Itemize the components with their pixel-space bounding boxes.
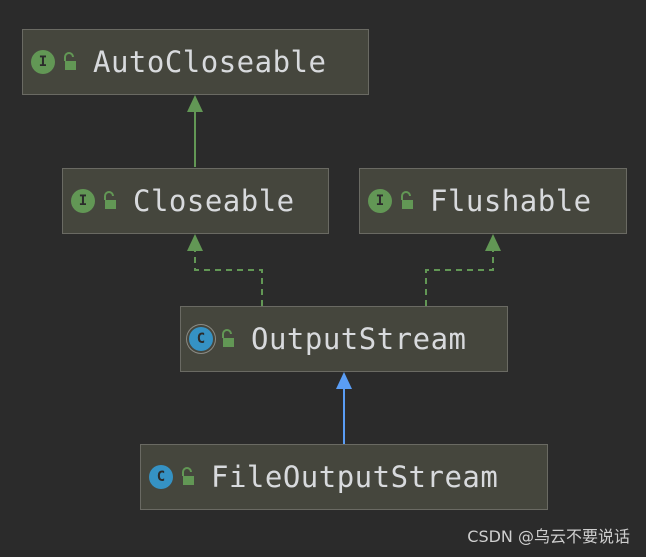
node-outputstream[interactable]: C OutputStream bbox=[180, 306, 508, 372]
open-lock-icon bbox=[104, 191, 116, 209]
node-flushable[interactable]: I Flushable bbox=[359, 168, 627, 234]
node-name: OutputStream bbox=[251, 322, 467, 356]
edge-outputstream-to-flushable bbox=[425, 234, 501, 306]
open-lock-icon bbox=[182, 467, 194, 485]
open-lock-icon bbox=[64, 52, 76, 70]
interface-icon: I bbox=[71, 189, 95, 213]
interface-icon: I bbox=[31, 50, 55, 74]
node-name: FileOutputStream bbox=[211, 460, 499, 494]
node-autocloseable[interactable]: I AutoCloseable bbox=[22, 29, 369, 95]
watermark: CSDN @乌云不要说话 bbox=[467, 527, 630, 546]
node-name: AutoCloseable bbox=[93, 45, 327, 79]
open-lock-icon bbox=[401, 191, 413, 209]
interface-icon: I bbox=[368, 189, 392, 213]
edge-outputstream-to-closeable bbox=[187, 234, 263, 306]
open-lock-icon bbox=[222, 329, 234, 347]
abstract-class-icon: C bbox=[189, 327, 213, 351]
node-closeable[interactable]: I Closeable bbox=[62, 168, 329, 234]
node-name: Closeable bbox=[133, 184, 295, 218]
node-name: Flushable bbox=[430, 184, 592, 218]
node-fileoutputstream[interactable]: C FileOutputStream bbox=[140, 444, 548, 510]
class-icon: C bbox=[149, 465, 173, 489]
edge-fileoutputstream-to-outputstream bbox=[336, 372, 352, 444]
edge-closeable-to-autocloseable bbox=[187, 95, 203, 167]
